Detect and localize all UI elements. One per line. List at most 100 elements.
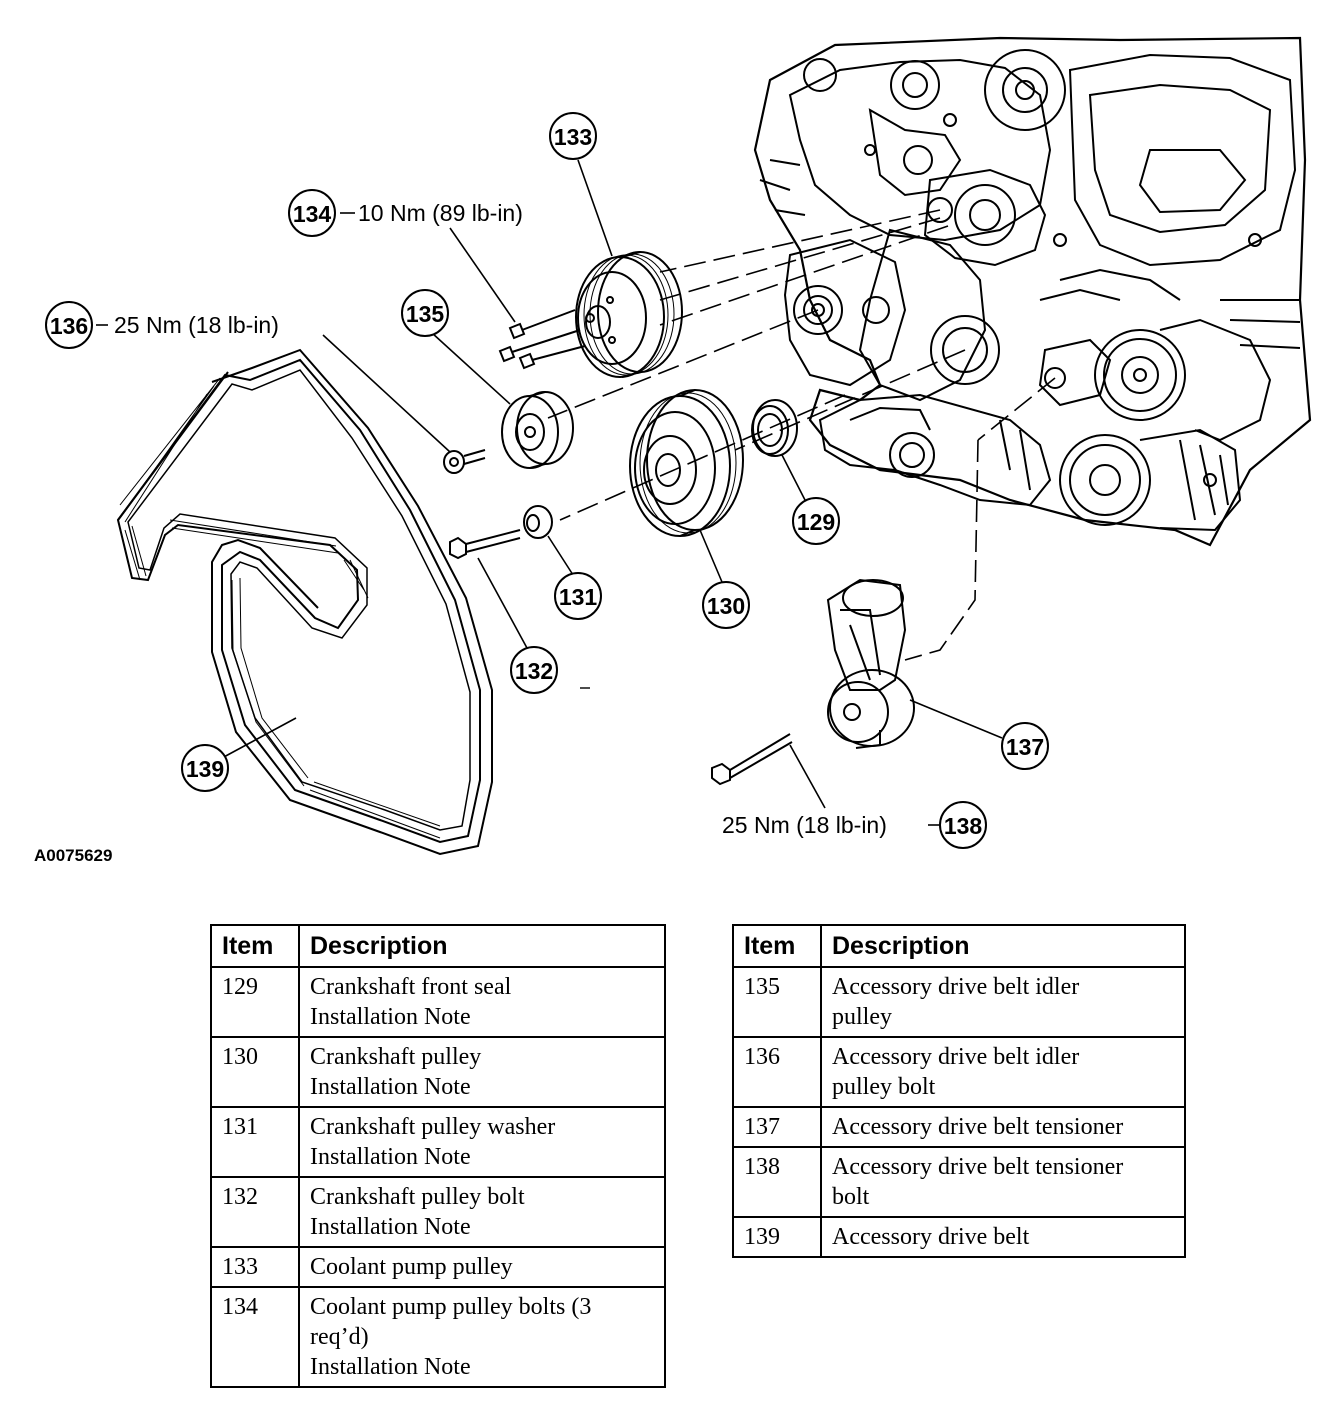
item-description: Accessory drive belt tensioner bolt [820, 1146, 1186, 1218]
description-line: pulley [832, 1004, 892, 1030]
belt-tensioner-bolt [711, 733, 793, 786]
item-number: 137 [732, 1106, 822, 1148]
callout-134: 134 [293, 201, 332, 227]
description-line: bolt [832, 1184, 870, 1210]
item-number: 136 [732, 1036, 822, 1108]
table-header-row: Item Description [732, 924, 1186, 968]
table-row: 137 Accessory drive belt tensioner [732, 1106, 1186, 1148]
item-number: 131 [210, 1106, 300, 1178]
table-row: 129 Crankshaft front seal Installation N… [210, 966, 666, 1038]
callout-138: 138 [944, 813, 983, 839]
item-number: 135 [732, 966, 822, 1038]
item-number: 133 [210, 1246, 300, 1288]
callout-132: 132 [515, 658, 553, 684]
torque-spec-134: 10 Nm (89 lb-in) [358, 200, 523, 226]
item-number: 134 [210, 1286, 300, 1388]
description-line: Crankshaft pulley washer [310, 1114, 556, 1140]
crankshaft-front-seal [751, 399, 798, 457]
item-description: Crankshaft front seal Installation Note [298, 966, 666, 1038]
item-number: 130 [210, 1036, 300, 1108]
table-row: 132 Crankshaft pulley bolt Installation … [210, 1176, 666, 1248]
table-row: 135 Accessory drive belt idler pulley [732, 966, 1186, 1038]
item-description: Accessory drive belt idler pulley [820, 966, 1186, 1038]
idler-pulley [501, 391, 574, 469]
installation-note: Installation Note [310, 1354, 471, 1380]
parts-table-left: Item Description 129 Crankshaft front se… [210, 924, 666, 1388]
description-line: Accessory drive belt idler [832, 974, 1080, 1000]
coolant-pump-pulley [575, 251, 683, 378]
table-row: 133 Coolant pump pulley [210, 1246, 666, 1288]
idler-pulley-bolt [443, 449, 486, 474]
torque-spec-136: 25 Nm (18 lb-in) [114, 312, 279, 338]
item-description: Crankshaft pulley washer Installation No… [298, 1106, 666, 1178]
item-description: Crankshaft pulley Installation Note [298, 1036, 666, 1108]
callout-133: 133 [554, 124, 592, 150]
torque-spec-138: 25 Nm (18 lb-in) [722, 812, 887, 838]
item-number: 138 [732, 1146, 822, 1218]
item-number: 132 [210, 1176, 300, 1248]
installation-note: Installation Note [310, 1074, 471, 1100]
callout-131: 131 [559, 584, 598, 610]
description-line: req’d) [310, 1324, 369, 1350]
installation-note: Installation Note [310, 1214, 471, 1240]
item-description: Accessory drive belt tensioner [820, 1106, 1186, 1148]
table-row: 134 Coolant pump pulley bolts (3 req’d) … [210, 1286, 666, 1388]
table-row: 138 Accessory drive belt tensioner bolt [732, 1146, 1186, 1218]
item-description: Accessory drive belt idler pulley bolt [820, 1036, 1186, 1108]
callout-130: 130 [707, 593, 745, 619]
header-description: Description [298, 924, 666, 968]
callout-circle-133 [549, 112, 597, 160]
leader-lines [96, 159, 1003, 826]
item-description: Crankshaft pulley bolt Installation Note [298, 1176, 666, 1248]
callout-circle-134 [288, 189, 336, 237]
table-header-row: Item Description [210, 924, 666, 968]
item-description: Accessory drive belt [820, 1216, 1186, 1258]
callout-137: 137 [1006, 734, 1044, 760]
item-number: 139 [732, 1216, 822, 1258]
exploded-diagram: 133 134 136 135 129 131 130 132 137 138 … [34, 36, 1312, 865]
description-line: Crankshaft pulley [310, 1044, 482, 1070]
callout-circle-136 [45, 301, 93, 349]
callout-circle-129 [792, 497, 840, 545]
installation-note: Installation Note [310, 1004, 471, 1030]
description-line: Coolant pump pulley [310, 1254, 513, 1280]
belt-tensioner [826, 578, 915, 749]
description-line: Accessory drive belt tensioner [832, 1114, 1124, 1140]
description-line: Accessory drive belt [832, 1224, 1030, 1250]
crankshaft-pulley-bolt [449, 529, 521, 560]
callout-circles [45, 112, 1049, 849]
callout-135: 135 [406, 301, 445, 327]
item-description: Coolant pump pulley [298, 1246, 666, 1288]
description-line: Crankshaft front seal [310, 974, 512, 1000]
header-item: Item [210, 924, 300, 968]
accessory-drive-belt [116, 348, 493, 856]
description-line: Crankshaft pulley bolt [310, 1184, 525, 1210]
item-number: 129 [210, 966, 300, 1038]
header-description: Description [820, 924, 1186, 968]
alignment-lines [547, 209, 1056, 661]
installation-note: Installation Note [310, 1144, 471, 1170]
callout-circle-132 [510, 646, 558, 694]
coolant-pump-pulley-bolts [498, 309, 586, 370]
crankshaft-pulley-washer [523, 505, 553, 539]
parts-table-right: Item Description 135 Accessory drive bel… [732, 924, 1186, 1258]
callout-circle-137 [1001, 722, 1049, 770]
callout-circle-130 [702, 581, 750, 629]
table-row: 130 Crankshaft pulley Installation Note [210, 1036, 666, 1108]
engine-block [753, 36, 1312, 547]
description-line: Accessory drive belt idler [832, 1044, 1080, 1070]
callout-circle-135 [401, 289, 449, 337]
description-line: pulley bolt [832, 1074, 936, 1100]
callout-136: 136 [50, 313, 88, 339]
callout-circle-131 [554, 572, 602, 620]
table-row: 136 Accessory drive belt idler pulley bo… [732, 1036, 1186, 1108]
item-description: Coolant pump pulley bolts (3 req’d) Inst… [298, 1286, 666, 1388]
callout-139: 139 [186, 756, 224, 782]
figure-id: A0075629 [34, 846, 112, 865]
description-line: Coolant pump pulley bolts (3 [310, 1294, 592, 1320]
crankshaft-pulley [629, 389, 744, 537]
header-item: Item [732, 924, 822, 968]
callout-circle-139 [181, 744, 229, 792]
table-row: 131 Crankshaft pulley washer Installatio… [210, 1106, 666, 1178]
callout-129: 129 [797, 509, 835, 535]
